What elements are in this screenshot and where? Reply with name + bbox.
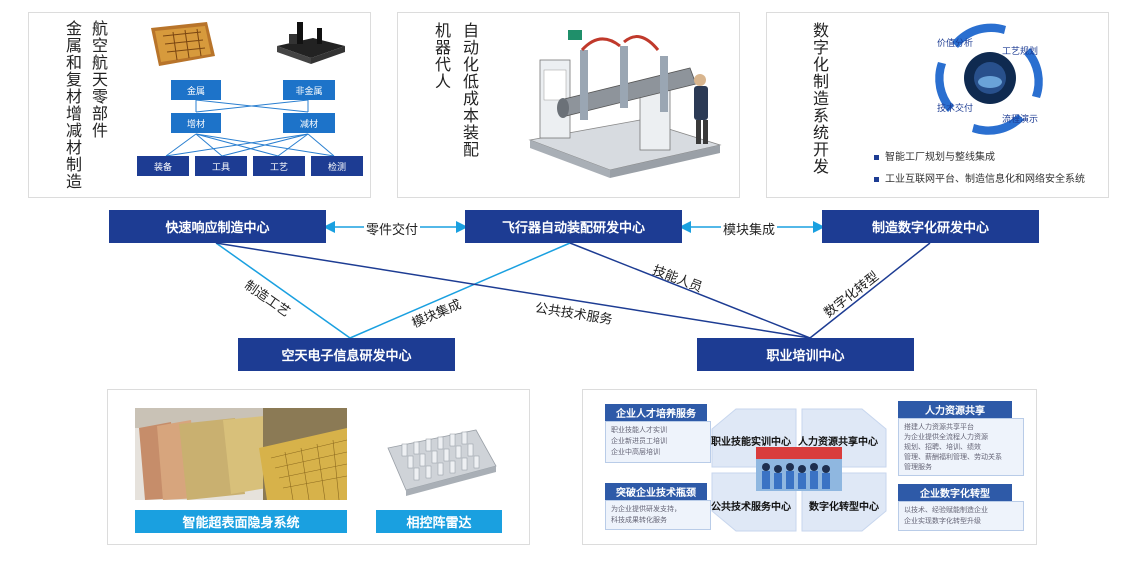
box-nonmetal: 非金属 xyxy=(283,80,335,100)
center-digital-manufacturing: 制造数字化研发中心 xyxy=(822,210,1039,243)
svc-item: 企业新进员工培训 xyxy=(611,437,667,445)
center-quick-response: 快速响应制造中心 xyxy=(109,210,326,243)
svc-item: 职业技能人才实训 xyxy=(611,426,667,434)
svc-hr-sharing-list: 搭建人力资源共享平台 为企业提供全流程人力资源 规划、招聘、培训、绩效 管理、薪… xyxy=(898,418,1024,476)
process-cycle-diagram xyxy=(935,23,1043,135)
link-parts-delivery: 零件交付 xyxy=(364,219,421,238)
cycle-process-planning: 工艺规划 xyxy=(1002,47,1039,57)
svc-digital-transform-list: 以技术、经验赋能制造企业 企业实现数字化转型升级 xyxy=(898,501,1024,531)
panel-title-col2: 机器代人 xyxy=(432,22,451,90)
svc-tech-bottleneck-list: 为企业提供研发支持， 科技成果转化服务 xyxy=(605,500,711,530)
label-metasurface-stealth: 智能超表面隐身系统 xyxy=(135,510,347,533)
link-module-integration-top: 模块集成 xyxy=(721,219,778,238)
box-metal: 金属 xyxy=(171,80,221,100)
center-vocational-training: 职业培训中心 xyxy=(697,338,914,371)
svc-item: 企业实现数字化转型升级 xyxy=(904,517,981,525)
box-inspection: 检测 xyxy=(311,156,363,176)
assembly-machine-icon xyxy=(528,30,722,178)
svc-digital-transform-title: 企业数字化转型 xyxy=(898,484,1012,501)
label-phased-array-radar: 相控阵雷达 xyxy=(376,510,502,533)
hex-skills-training-center: 职业技能实训中心 xyxy=(711,437,791,448)
additive-tree-lines xyxy=(165,99,335,157)
hex-public-tech-center: 公共技术服务中心 xyxy=(711,502,791,513)
hex-digital-transform-center: 数字化转型中心 xyxy=(809,502,879,513)
svc-item: 科技成果转化服务 xyxy=(611,516,667,524)
center-aerospace-electronics: 空天电子信息研发中心 xyxy=(238,338,455,371)
svc-hr-sharing-title: 人力资源共享 xyxy=(898,401,1012,418)
box-subtractive: 减材 xyxy=(283,113,335,133)
svc-item: 规划、招聘、培训、绩效 xyxy=(904,443,981,451)
panel-title-col2: 金属和复材增减材制造 xyxy=(63,20,82,190)
panel-digital-manufacturing xyxy=(766,12,1109,198)
fixture-part-icon xyxy=(277,22,345,64)
svc-item: 为企业提供研发支持， xyxy=(611,505,681,513)
hex-hr-sharing-center: 人力资源共享中心 xyxy=(798,437,878,448)
svc-item: 企业中高层培训 xyxy=(611,448,660,456)
panel-title-col1: 数字化制造系统开发 xyxy=(810,22,829,175)
service-hexagon-graphic xyxy=(711,408,887,532)
metasurface-photo-icon xyxy=(135,408,347,500)
bullet-industrial-internet: 工业互联网平台、制造信息化和网络安全系统 xyxy=(874,170,1085,185)
box-equipment: 装备 xyxy=(137,156,189,176)
bullet-smart-factory: 智能工厂规划与整线集成 xyxy=(874,148,995,163)
svc-tech-bottleneck-title: 突破企业技术瓶颈 xyxy=(605,483,707,500)
svc-item: 管理服务 xyxy=(904,463,932,471)
svc-item: 搭建人力资源共享平台 xyxy=(904,423,974,431)
box-process: 工艺 xyxy=(253,156,305,176)
box-additive: 增材 xyxy=(171,113,221,133)
svc-item: 为企业提供全流程人力资源 xyxy=(904,433,988,441)
cycle-value-analysis: 价值分析 xyxy=(937,39,974,49)
svc-talent-training-title: 企业人才培养服务 xyxy=(605,404,707,421)
metal-plate-icon xyxy=(151,22,215,66)
center-aircraft-assembly: 飞行器自动装配研发中心 xyxy=(465,210,682,243)
svc-item: 管理、薪酬福利管理、劳动关系 xyxy=(904,453,1002,461)
svc-talent-training-list: 职业技能人才实训 企业新进员工培训 企业中高层培训 xyxy=(605,421,711,463)
cycle-tech-delivery: 技术交付 xyxy=(937,104,974,114)
box-tooling: 工具 xyxy=(195,156,247,176)
svc-item: 以技术、经验赋能制造企业 xyxy=(904,506,988,514)
cycle-process-demo: 流程演示 xyxy=(1002,115,1039,125)
panel-title-col1: 航空航天零部件 xyxy=(89,20,108,139)
panel-title-col1: 自动化低成本装配 xyxy=(460,22,479,158)
phased-array-photo-icon xyxy=(376,408,502,500)
